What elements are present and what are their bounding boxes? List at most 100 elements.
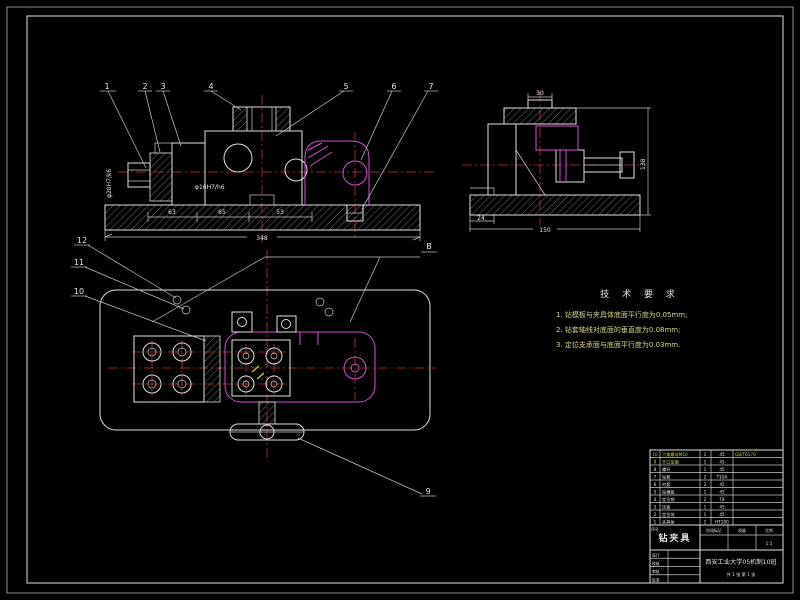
plan-balloons: 12 11 10 9 [71, 236, 436, 497]
part-material: HT200 [715, 520, 729, 525]
part-material: 45 [719, 467, 725, 472]
parts-list-rows: 10 六角螺母M10 1 45 GB/T6170 9 开口垫圈 1 45 8 螺… [652, 451, 756, 526]
part-qty: 1 [704, 490, 707, 495]
side-slide-assembly [535, 125, 635, 183]
part-material: 45 [719, 460, 725, 465]
side-top-plate [503, 107, 577, 125]
header-no: 序号 [651, 527, 659, 532]
balloon-1: 1 [104, 82, 109, 91]
sub-dimensions: 63 65 53 [147, 209, 313, 222]
dim-65: 65 [218, 209, 226, 216]
part-no: 4 [654, 497, 657, 502]
part-qty: 2 [704, 497, 707, 502]
part-material: 45 [719, 512, 725, 517]
part-no: 5 [654, 490, 657, 495]
front-view: φ20H7/k6 φ16H7/h6 63 65 53 348 1 [100, 82, 438, 243]
part-qty: 1 [704, 520, 707, 525]
sig-check: 校核 [652, 561, 660, 566]
left-hole-block [133, 335, 205, 403]
part-name: 钻模板 [662, 489, 675, 496]
part-qty: 2 [704, 482, 707, 487]
balloon-10: 10 [74, 287, 84, 296]
jig-plate-outline [224, 331, 376, 403]
part-no: 7 [654, 475, 657, 480]
part-material: T8 [718, 497, 725, 502]
part-name: 夹具体 [662, 519, 675, 526]
part-material: 45 [719, 482, 725, 487]
front-balloons: 1 2 3 4 5 6 7 [100, 82, 438, 210]
dim-138-text: 138 [640, 158, 647, 170]
balloon-6: 6 [391, 82, 396, 91]
scale-label: 比例 [765, 528, 773, 533]
fit-label-bushing: φ16H7/h6 [195, 184, 225, 191]
part-name: 定位块 [662, 511, 675, 518]
part-material: 45 [719, 505, 725, 510]
projection-lines [151, 256, 420, 323]
dim-30: 30 [527, 90, 553, 100]
tech-req-item-2: 2. 钻套轴线对底面的垂直度为0.08mm; [556, 325, 681, 334]
tech-requirements: 技 术 要 求 1. 钻模板与夹具体底面平行度为0.05mm; 2. 钻套轴线对… [556, 288, 688, 349]
part-material: T10A [716, 475, 728, 480]
balloon-12: 12 [77, 236, 87, 245]
part-name: 压板 [662, 504, 671, 511]
part-name: 开口垫圈 [662, 459, 679, 466]
part-name: 六角螺母M10 [662, 451, 688, 458]
part-no: 9 [654, 460, 657, 465]
scale-value: 1:1 [766, 541, 773, 546]
dim-24-text: 24 [477, 215, 485, 222]
sig-approve: 批准 [652, 577, 660, 582]
clamp-housing [304, 140, 370, 205]
part-qty: 1 [704, 467, 707, 472]
balloon-11: 11 [74, 258, 84, 267]
dim-63: 63 [168, 209, 176, 216]
tech-req-item-3: 3. 定位支承面与底面平行度为0.03mm. [556, 340, 680, 349]
balloon-3: 3 [160, 82, 165, 91]
part-material: 45 [719, 452, 725, 457]
title-block: 10 六角螺母M10 1 45 GB/T6170 9 开口垫圈 1 45 8 螺… [649, 449, 784, 584]
drill-bushing-block [232, 106, 291, 132]
section-label-b: B [426, 242, 432, 251]
clamp-strip [203, 335, 221, 403]
part-no: 3 [654, 505, 657, 510]
side-knob [527, 99, 553, 109]
fit-label-shaft: φ20H7/k6 [106, 169, 113, 198]
side-view: 30 138 24 150 [462, 90, 651, 234]
part-no: 2 [654, 512, 657, 517]
clamp-stud [346, 204, 364, 222]
dim-total: 348 [256, 235, 268, 242]
part-no: 10 [652, 452, 658, 457]
part-name: 螺杆 [662, 466, 671, 473]
school-name: 西安工业大学05机制10班 [705, 558, 776, 566]
balloon-2: 2 [142, 82, 147, 91]
side-base [469, 194, 641, 216]
dim-53: 53 [276, 209, 284, 216]
tech-req-item-1: 1. 钻模板与夹具体底面平行度为0.05mm; [556, 310, 688, 319]
left-shaft-assembly [127, 142, 206, 206]
part-material: 45 [719, 490, 725, 495]
part-qty: 1 [704, 512, 707, 517]
title-block-main: 钻夹具 阶段标记 质量 比例 1:1 设计 校核 审核 批准 西安工业大学05机… [650, 525, 783, 583]
balloon-4: 4 [208, 82, 213, 91]
dim-150: 150 [469, 215, 641, 234]
dim-138: 138 [576, 107, 651, 216]
part-name: 衬套 [662, 481, 671, 488]
sheet-frame [6, 6, 794, 594]
part-no: 8 [654, 467, 657, 472]
plan-view: B [71, 236, 437, 497]
part-qty: 1 [704, 505, 707, 510]
sheet-info: 共 1 张 第 1 张 [727, 571, 757, 578]
part-qty: 1 [704, 452, 707, 457]
part-note: GB/T6170 [735, 452, 756, 457]
center-block [204, 130, 308, 206]
parts-list-header: 序号 [651, 527, 659, 532]
part-no: 1 [654, 520, 657, 525]
part-name: 定位销 [662, 496, 675, 503]
part-qty: 1 [704, 460, 707, 465]
sig-audit: 审核 [652, 569, 660, 574]
balloon-5: 5 [343, 82, 348, 91]
dim-348: 348 [104, 230, 421, 242]
side-column [487, 123, 546, 196]
part-name: 钻套 [662, 474, 671, 481]
